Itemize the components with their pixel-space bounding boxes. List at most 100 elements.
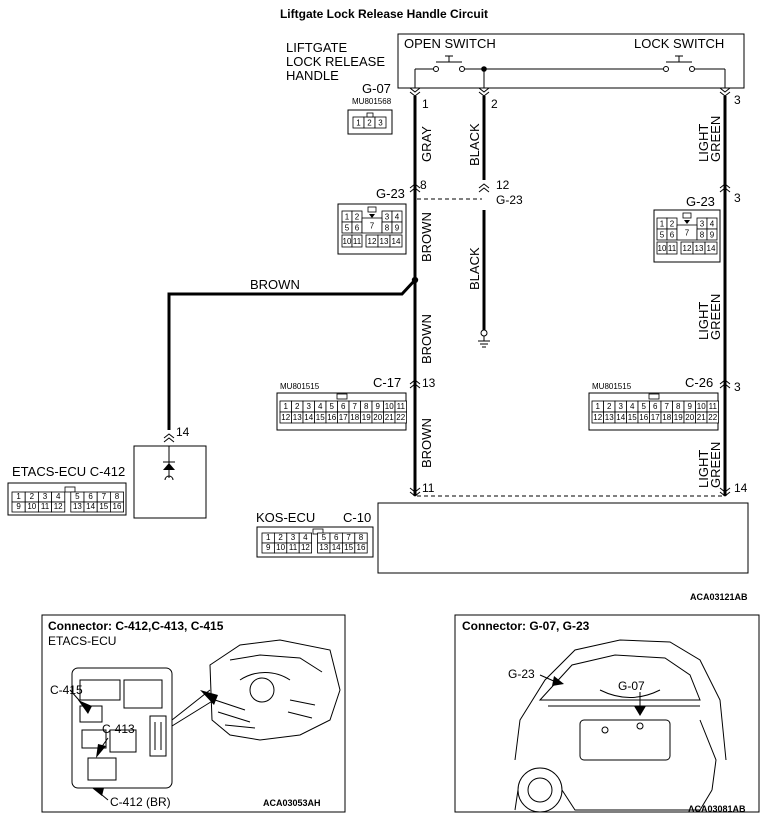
c26-pin: 14 xyxy=(616,413,625,422)
c10-pin: 2 xyxy=(278,533,283,542)
c17-part: MU801515 xyxy=(280,382,320,391)
g23-left-pin: 9 xyxy=(395,224,400,233)
ground-icon xyxy=(478,329,490,348)
kos-ecu-box xyxy=(377,502,749,574)
liftgate-handle-box xyxy=(397,33,745,89)
g23-left-label: G-23 xyxy=(376,186,405,201)
c412-pin-cell xyxy=(110,501,125,513)
c10-pin: 16 xyxy=(357,543,366,552)
left-panel-subtitle: ETACS-ECU xyxy=(48,634,116,648)
handle-label-line3: HANDLE xyxy=(286,68,339,83)
c26-pin: 22 xyxy=(708,413,717,422)
light-green-label-2b: GREEN xyxy=(708,294,723,340)
c17-pin: 21 xyxy=(385,413,394,422)
c10-pin: 13 xyxy=(319,543,328,552)
g23-left-pin: 10 xyxy=(343,237,352,246)
c412-pin: 11 xyxy=(41,502,50,511)
c10-pin: 3 xyxy=(291,533,296,542)
c412-pin: 4 xyxy=(56,492,61,501)
g23-right-pin: 5 xyxy=(660,231,665,240)
brown-wire-label-2: BROWN xyxy=(419,314,434,364)
g23-right-pin: 11 xyxy=(668,244,677,253)
g23-right-pin: 10 xyxy=(658,244,667,253)
c10-pin: 9 xyxy=(266,543,271,552)
c17-pin: 15 xyxy=(316,413,325,422)
g07-pin: 3 xyxy=(378,119,383,128)
c17-label: C-17 xyxy=(373,375,401,390)
c26-pin: 1 xyxy=(596,402,601,411)
right-connector-panel: Connector: G-07, G-23 G-23 G-07 ACA03081… xyxy=(454,614,760,814)
diagram-title: Liftgate Lock Release Handle Circuit xyxy=(280,7,488,21)
c17-pin: 9 xyxy=(376,402,381,411)
g23-left-pin: 4 xyxy=(395,213,400,222)
g23-left-pin: 1 xyxy=(345,213,350,222)
c17-pin: 11 xyxy=(397,402,406,411)
c412-pin: 12 xyxy=(54,502,63,511)
c412-pin: 1 xyxy=(16,492,21,501)
g23-right-pin: 12 xyxy=(683,244,692,253)
g23-right-pin: 14 xyxy=(707,244,716,253)
c17-pin: 1 xyxy=(284,402,289,411)
c10-pin: 1 xyxy=(266,533,271,542)
g23-right-pin: 7 xyxy=(685,229,690,238)
c26-pin-cell xyxy=(706,411,719,424)
g23-right-pin: 2 xyxy=(670,220,675,229)
c26-pin: 6 xyxy=(653,402,658,411)
g23-left-pin: 14 xyxy=(392,237,401,246)
brown-branch-wire xyxy=(167,278,417,430)
g23-left-pin: 12 xyxy=(368,237,377,246)
light-green-label-3b: GREEN xyxy=(708,442,723,488)
c26-pin: 21 xyxy=(697,413,706,422)
c26-pin: 11 xyxy=(709,402,718,411)
main-diagram-code: ACA03121AB xyxy=(690,592,748,602)
c26-pin: 15 xyxy=(628,413,637,422)
c26-pin3-label: 3 xyxy=(734,380,741,394)
c10-pin: 14 xyxy=(332,543,341,552)
left-panel-title: Connector: C-412,C-413, C-415 xyxy=(48,619,224,633)
c17-pin: 12 xyxy=(281,413,290,422)
c17-pin: 14 xyxy=(304,413,313,422)
pin-12-connector-label: G-23 xyxy=(496,193,523,207)
handle-label-line1: LIFTGATE xyxy=(286,40,347,55)
open-switch-label: OPEN SWITCH xyxy=(404,36,496,51)
c10-pin-cell xyxy=(298,542,313,554)
g23-right-pin: 6 xyxy=(670,231,675,240)
right-panel-title: Connector: G-07, G-23 xyxy=(462,619,590,633)
c26-label: C-26 xyxy=(685,375,713,390)
c17-pin: 17 xyxy=(339,413,348,422)
pin-3-label: 3 xyxy=(734,93,741,107)
c412-pin: 15 xyxy=(99,502,108,511)
c17-pin: 20 xyxy=(373,413,382,422)
g07-label: G-07 xyxy=(362,81,391,96)
c17-pin: 5 xyxy=(330,402,335,411)
brown-wire-label-1: BROWN xyxy=(419,212,434,262)
callout-c415: C-415 xyxy=(50,683,83,697)
right-panel-code: ACA03081AB xyxy=(688,804,746,814)
callout-g23: G-23 xyxy=(508,667,535,681)
g23-left-pin: 8 xyxy=(385,224,390,233)
callout-g07: G-07 xyxy=(618,679,645,693)
c412-pin: 3 xyxy=(43,492,48,501)
c26-pin: 3 xyxy=(619,402,624,411)
c412-pin: 10 xyxy=(27,502,36,511)
brown-wire-label-3: BROWN xyxy=(419,418,434,468)
light-green-label-1b: GREEN xyxy=(708,116,723,162)
c17-pin: 8 xyxy=(364,402,369,411)
c26-pin: 4 xyxy=(630,402,635,411)
c412-pin: 6 xyxy=(88,492,93,501)
light-green-label-2a: LIGHT xyxy=(696,302,711,340)
g23-right-pin: 3 xyxy=(700,220,705,229)
brown-branch-label: BROWN xyxy=(250,277,300,292)
g23-right-label: G-23 xyxy=(686,194,715,209)
g07-pin: 2 xyxy=(367,119,372,128)
c412-pin: 14 xyxy=(86,502,95,511)
c412-pin: 7 xyxy=(102,492,107,501)
g23-right-pin3-label: 3 xyxy=(734,191,741,205)
etacs-pin14-label: 14 xyxy=(176,425,190,439)
c17-pin: 4 xyxy=(318,402,323,411)
c26-pin: 9 xyxy=(688,402,693,411)
c17-pin: 18 xyxy=(350,413,359,422)
pin-8-label: 8 xyxy=(420,178,427,192)
